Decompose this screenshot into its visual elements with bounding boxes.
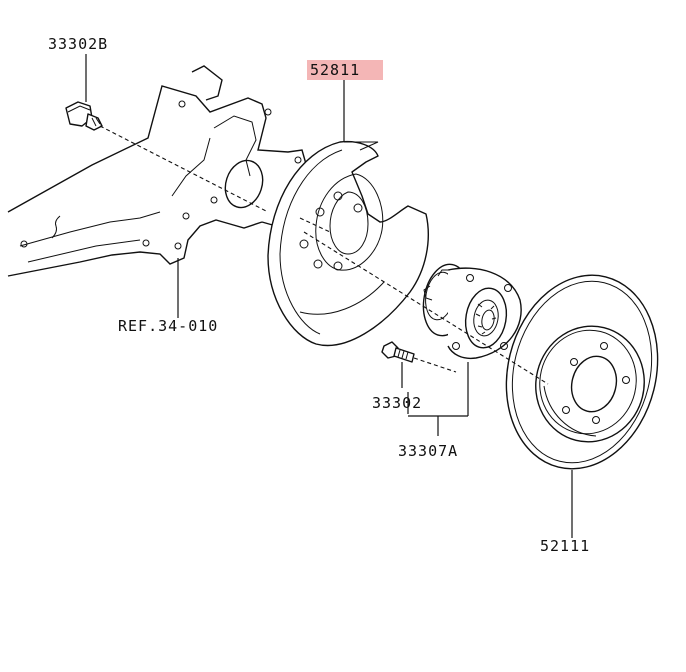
dust-shield-drawing	[267, 140, 429, 347]
hub-bolt-icon	[381, 341, 415, 363]
hub-assembly-drawing	[422, 263, 522, 360]
trailing-arm-drawing	[7, 65, 307, 277]
label-33302B[interactable]: 33302B	[48, 35, 108, 53]
flange-bolt-icon	[65, 101, 103, 131]
label-52811[interactable]: 52811	[310, 61, 360, 79]
label-33302[interactable]: 33302	[372, 394, 422, 412]
brake-disc-drawing	[505, 274, 659, 470]
assembly-axis-lines	[99, 125, 549, 385]
label-33307A[interactable]: 33307A	[398, 442, 458, 460]
highlight-52811	[307, 60, 383, 80]
label-ref-34-010[interactable]: REF.34-010	[118, 317, 218, 335]
label-52111[interactable]: 52111	[540, 537, 590, 555]
leader-lines	[85, 54, 573, 538]
